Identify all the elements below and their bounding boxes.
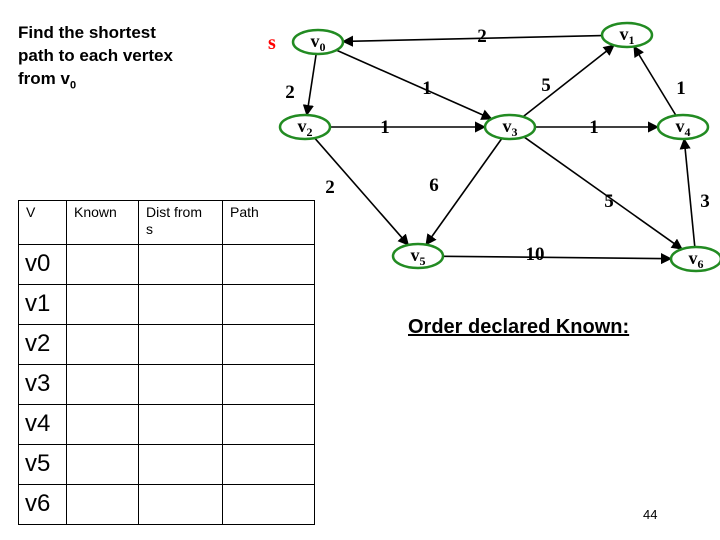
cell-vertex: v6 [18,484,67,525]
cell-dist[interactable] [138,244,223,285]
vertex-v1: v1 [600,21,654,49]
cell-vertex: v5 [18,444,67,485]
vertex-ellipse-v5 [391,242,445,270]
cell-dist[interactable] [138,324,223,365]
edge-v4-v1 [633,45,677,116]
edge-weight-v4-v1: 1 [676,78,686,99]
edge-weight-v6-v4: 3 [700,191,710,212]
vertex-ellipse-v3 [483,113,537,141]
cell-dist[interactable] [138,284,223,325]
problem-prompt: Find the shortest path to each vertex fr… [18,21,258,97]
cell-known[interactable] [66,444,139,485]
vertex-ellipse-v0 [291,28,345,56]
cell-path[interactable] [222,404,315,445]
vertex-ellipse-v6 [669,245,720,273]
vertex-label-v4: v4 [676,116,691,139]
vertex-label-v3: v3 [503,116,518,139]
prompt-line-3-sub: 0 [69,79,77,92]
prompt-line-3-text: from v [18,69,70,88]
vertex-label-v5: v5 [411,245,426,268]
edge-v3-v1 [522,44,615,118]
edge-v3-v6 [523,136,683,250]
table-row: v1 [18,284,315,325]
cell-path[interactable] [222,364,315,405]
cell-path[interactable] [222,484,315,525]
cell-vertex: v3 [18,364,67,405]
edge-weight-v2-v3: 1 [380,117,390,138]
vertex-ellipse-v4 [656,113,710,141]
cell-known[interactable] [66,364,139,405]
cell-known[interactable] [66,244,139,285]
cell-vertex: v2 [18,324,67,365]
cell-path[interactable] [222,324,315,365]
vertex-v5: v5 [391,242,445,270]
table-row: v5 [18,444,315,485]
cell-path[interactable] [222,244,315,285]
graph-diagram: 2 2 1 1 5 1 1 2 6 5 3 10 v0 v1 v2 v3 v4 v5 v6 s [268,21,720,273]
edge-v5-v6 [442,253,673,265]
cell-path[interactable] [222,284,315,325]
edge-v2-v5 [314,137,410,246]
header-v: V [18,200,67,245]
table-header-row: V Known Dist from s Path [18,200,315,245]
header-known: Known [66,200,139,245]
vertex-v0: v0 [291,28,345,56]
prompt-line-2: path to each vertex [18,46,173,65]
prompt-line-1: Find the shortest [18,23,156,42]
source-label: s [268,32,276,54]
vertex-v4: v4 [656,113,710,141]
edge-weight-v1-v0: 2 [477,26,487,47]
edge-v3-v5 [425,137,503,246]
header-dist-text: Dist from s [146,204,202,237]
edge-weight-v3-v4: 1 [589,117,599,138]
cell-dist[interactable] [138,444,223,485]
vertex-ellipse-v2 [278,113,332,141]
table-row: v2 [18,324,315,365]
cell-known[interactable] [66,324,139,365]
edge-v0-v2 [302,53,317,117]
order-declared-known-label: Order declared Known: [408,316,630,338]
vertex-v6: v6 [669,245,720,273]
vertex-label-v1: v1 [620,24,635,47]
cell-path[interactable] [222,444,315,485]
vertex-label-v6: v6 [689,248,704,271]
edge-weight-v3-v1: 5 [541,75,551,96]
cell-known[interactable] [66,484,139,525]
edge-weight-v5-v6: 10 [526,244,545,265]
vertex-label-v2: v2 [298,116,313,139]
cell-vertex: v1 [18,284,67,325]
table-row: v6 [18,484,315,525]
header-path: Path [222,200,315,245]
edge-weight-v3-v5: 6 [429,175,439,196]
edge-weight-v2-v5: 2 [325,177,335,198]
cell-dist[interactable] [138,484,223,525]
page-number: 44 [643,507,658,522]
cell-vertex: v4 [18,404,67,445]
vertex-ellipse-v1 [600,21,654,49]
vertex-v3: v3 [483,113,537,141]
edge-v1-v0 [341,34,603,47]
cell-vertex: v0 [18,244,67,285]
table-row: v3 [18,364,315,405]
cell-dist[interactable] [138,364,223,405]
edge-v6-v4 [679,137,696,248]
edge-weight-v0-v2: 2 [285,82,295,103]
cell-dist[interactable] [138,404,223,445]
prompt-line-3: from v0 [18,67,258,97]
table-row: v4 [18,404,315,445]
edge-weight-v0-v3: 1 [422,78,432,99]
vertex-v2: v2 [278,113,332,141]
header-dist: Dist from s [138,200,223,245]
table-row: v0 [18,244,315,285]
edge-weight-v3-v6: 5 [604,191,614,212]
vertex-label-v0: v0 [311,31,326,54]
cell-known[interactable] [66,404,139,445]
cell-known[interactable] [66,284,139,325]
edge-v0-v3 [336,49,493,120]
